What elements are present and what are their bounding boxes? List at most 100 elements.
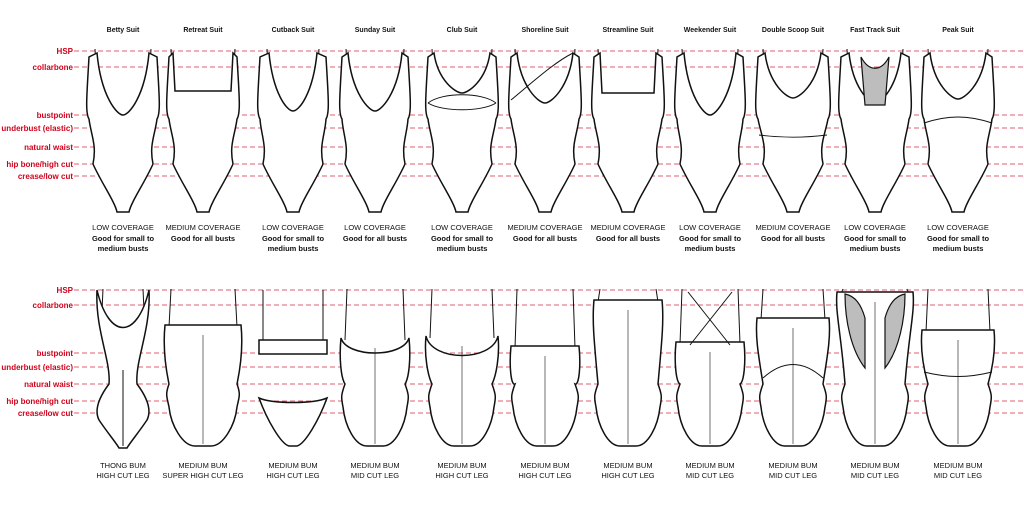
coverage-level: LOW COVERAGE [262, 223, 324, 232]
rear-coverage-note: MID CUT LEG [686, 471, 734, 480]
bust-fit-note: Good for all busts [171, 234, 235, 243]
front-silhouette [590, 51, 666, 213]
guide-label: natural waist [24, 143, 73, 152]
suit-name: Club Suit [447, 27, 478, 34]
front-straps [597, 48, 659, 88]
rear-coverage-note: MID CUT LEG [851, 471, 899, 480]
guide-label: natural waist [24, 380, 73, 389]
mesh-panel [860, 56, 890, 106]
coverage-level: LOW COVERAGE [844, 223, 906, 232]
bust-fit-note: Good for all busts [761, 234, 825, 243]
rear-coverage-note: MID CUT LEG [769, 471, 817, 480]
front-silhouette [673, 51, 747, 213]
guide-label: HSP [57, 286, 74, 295]
rear-coverage-note: HIGH CUT LEG [435, 471, 488, 480]
front-silhouette [256, 51, 330, 213]
coverage-level: MEDIUM COVERAGE [165, 223, 240, 232]
guide-label: HSP [57, 47, 74, 56]
guide-label: bustpoint [37, 349, 74, 358]
rear-coverage-note: THONG BUM [100, 461, 146, 470]
front-silhouette [920, 51, 996, 213]
rear-coverage-note: MEDIUM BUM [768, 461, 817, 470]
back-view [163, 288, 243, 447]
rear-coverage-note: HIGH CUT LEG [96, 471, 149, 480]
rear-coverage-note: MEDIUM BUM [178, 461, 227, 470]
bust-fit-note: Good for small to [679, 234, 742, 243]
rear-coverage-note: MEDIUM BUM [685, 461, 734, 470]
front-silhouette [424, 51, 500, 213]
bust-fit-note: Good for small to [262, 234, 325, 243]
front-straps [681, 48, 739, 88]
coverage-level: LOW COVERAGE [431, 223, 493, 232]
back-view [592, 288, 664, 447]
back-view [755, 288, 831, 447]
front-straps [94, 48, 152, 88]
back-view [96, 288, 150, 449]
bust-fit-note: medium busts [268, 244, 319, 253]
bust-fit-note: medium busts [98, 244, 149, 253]
front-straps [170, 48, 236, 88]
rear-coverage-note: MID CUT LEG [934, 471, 982, 480]
guide-hsp-front: HSP [57, 47, 1024, 56]
guide-label: crease/low cut [18, 172, 73, 181]
front-silhouette [754, 51, 832, 213]
rear-coverage-note: MEDIUM BUM [437, 461, 486, 470]
rear-coverage-note: MEDIUM BUM [520, 461, 569, 470]
coverage-level: MEDIUM COVERAGE [507, 223, 582, 232]
bust-fit-note: medium busts [437, 244, 488, 253]
suit-name: Retreat Suit [183, 27, 223, 34]
back-view [509, 288, 581, 447]
front-straps [345, 48, 405, 88]
guide-hsp-back: HSP [57, 286, 1024, 295]
coverage-level: MEDIUM COVERAGE [590, 223, 665, 232]
back-view [339, 288, 411, 447]
back-view [674, 288, 746, 447]
guide-collarbone-front: collarbone [33, 63, 1024, 72]
bust-fit-note: medium busts [685, 244, 736, 253]
suit-name: Double Scoop Suit [762, 27, 825, 34]
bust-fit-note: Good for all busts [596, 234, 660, 243]
guide-label: collarbone [33, 63, 74, 72]
rear-coverage-note: HIGH CUT LEG [518, 471, 571, 480]
coverage-level: LOW COVERAGE [344, 223, 406, 232]
coverage-level: LOW COVERAGE [679, 223, 741, 232]
bust-fit-note: medium busts [850, 244, 901, 253]
bust-fit-note: Good for all busts [343, 234, 407, 243]
guide-label: bustpoint [37, 111, 74, 120]
front-silhouette [85, 51, 161, 213]
rear-coverage-note: HIGH CUT LEG [266, 471, 319, 480]
bust-fit-note: Good for small to [92, 234, 155, 243]
back-view [920, 288, 996, 447]
suit-name: Streamline Suit [603, 27, 655, 34]
guide-label: collarbone [33, 301, 74, 310]
suit-name: Weekender Suit [684, 27, 737, 34]
suit-name: Betty Suit [107, 27, 140, 34]
bikini-top [258, 339, 328, 355]
back-view [424, 288, 500, 447]
back-view [835, 288, 915, 447]
suit-name: Shoreline Suit [521, 27, 569, 34]
guide-label: hip bone/high cut [6, 160, 73, 169]
rear-coverage-note: MEDIUM BUM [603, 461, 652, 470]
bikini-bottom [257, 396, 329, 447]
rear-coverage-note: MEDIUM BUM [268, 461, 317, 470]
rear-coverage-note: MEDIUM BUM [350, 461, 399, 470]
rear-coverage-note: HIGH CUT LEG [601, 471, 654, 480]
bust-fit-note: Good for small to [431, 234, 494, 243]
bust-fit-note: medium busts [933, 244, 984, 253]
front-silhouette [338, 51, 412, 213]
guide-label: hip bone/high cut [6, 397, 73, 406]
rear-coverage-note: MEDIUM BUM [850, 461, 899, 470]
back-silhouette [96, 289, 150, 449]
